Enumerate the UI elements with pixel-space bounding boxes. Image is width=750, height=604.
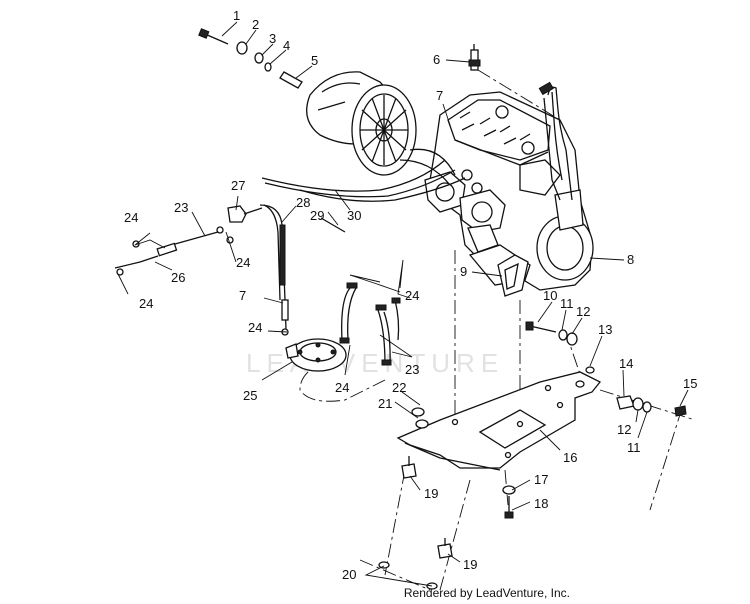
- lower-hardware: [378, 407, 516, 590]
- callout-24-lower: 24: [335, 380, 349, 395]
- callout-23-lines: 23: [405, 362, 419, 377]
- callout-23-primer: 23: [174, 200, 188, 215]
- callout-3: 3: [269, 31, 276, 46]
- callout-28: 28: [296, 195, 310, 210]
- callout-7-cable: 7: [239, 288, 246, 303]
- callout-7-engine: 7: [436, 88, 443, 103]
- callout-22: 22: [392, 380, 406, 395]
- engine-mount: [497, 254, 529, 297]
- callout-11-bottom: 11: [627, 440, 641, 455]
- callout-24-lines: 24: [405, 288, 419, 303]
- callout-24-mid: 24: [236, 255, 250, 270]
- engine-block: [429, 91, 594, 291]
- callout-19-lower: 19: [463, 557, 477, 572]
- ignition-wires: [538, 81, 573, 201]
- callout-12-top: 12: [576, 304, 590, 319]
- callout-24-left: 24: [124, 210, 138, 225]
- callout-13: 13: [598, 322, 612, 337]
- callout-11-top: 11: [560, 296, 574, 311]
- callout-9: 9: [460, 264, 467, 279]
- callout-24-bottom-left: 24: [139, 296, 153, 311]
- primer-assembly: [114, 205, 263, 276]
- callout-5: 5: [311, 53, 318, 68]
- callout-27: 27: [231, 178, 245, 193]
- callout-16: 16: [563, 450, 577, 465]
- render-credit: Rendered by LeadVenture, Inc.: [403, 586, 570, 600]
- callout-14: 14: [619, 356, 633, 371]
- callout-24-pump: 24: [248, 320, 262, 335]
- callout-30: 30: [347, 208, 361, 223]
- callout-17: 17: [534, 472, 548, 487]
- spark-plug: [468, 44, 481, 71]
- callout-2: 2: [252, 17, 259, 32]
- callout-26: 26: [171, 270, 185, 285]
- fuel-pump: [285, 338, 347, 372]
- fuel-lines: [281, 282, 401, 366]
- callout-20: 20: [342, 567, 356, 582]
- callout-4: 4: [283, 38, 290, 53]
- leader-lines: [117, 21, 689, 587]
- starter-fasteners: [198, 28, 303, 89]
- callout-18: 18: [534, 496, 548, 511]
- callout-8: 8: [627, 252, 634, 267]
- callout-21: 21: [378, 396, 392, 411]
- callout-25: 25: [243, 388, 257, 403]
- choke-cable: [259, 204, 346, 331]
- callout-10: 10: [543, 288, 557, 303]
- callout-labels: 1 2 3 4 5 6 7 8 9 30 29 28 27 23 24 26 2…: [124, 8, 697, 582]
- throttle-cables: [261, 148, 466, 202]
- callout-1: 1: [233, 8, 240, 23]
- recoil-starter: [306, 71, 417, 176]
- carburetors: [424, 169, 506, 253]
- callout-19-upper: 19: [424, 486, 438, 501]
- callout-12-bottom: 12: [617, 422, 631, 437]
- mount-hardware: [525, 321, 687, 417]
- callout-29: 29: [310, 208, 324, 223]
- callout-15: 15: [683, 376, 697, 391]
- watermark: LEADVENTURE: [246, 348, 504, 378]
- engine-plate: [396, 371, 602, 471]
- callout-6: 6: [433, 52, 440, 67]
